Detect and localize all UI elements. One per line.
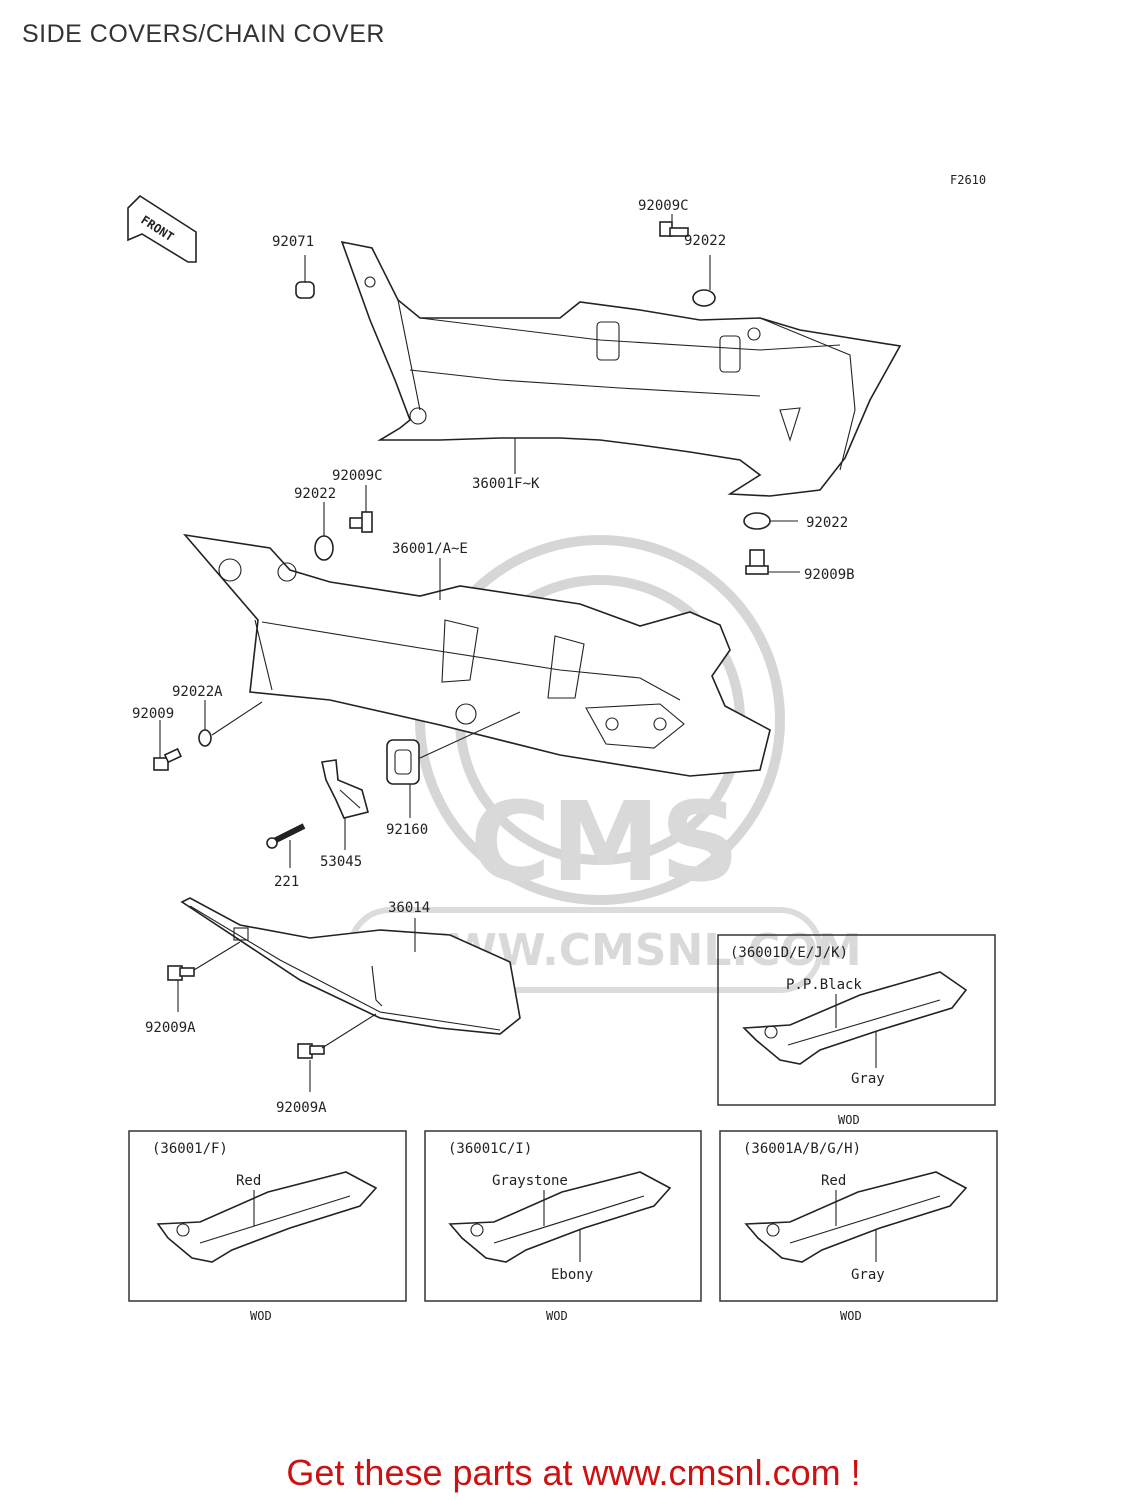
variant-lower-color: Ebony <box>551 1267 593 1283</box>
label-92022a: 92022A <box>172 684 223 700</box>
washer-icon <box>314 535 334 561</box>
variant-code: (36001D/E/J/K) <box>730 945 848 961</box>
chain-cover <box>180 897 521 1035</box>
variant-note: WOD <box>546 1309 568 1323</box>
washer-icon <box>692 289 716 307</box>
label-92009b: 92009B <box>804 567 855 583</box>
label-92022-mid: 92022 <box>294 486 336 502</box>
label-36014: 36014 <box>388 900 430 916</box>
label-92009c-top: 92009C <box>638 198 689 214</box>
label-92009a-1: 92009A <box>145 1020 196 1036</box>
screw-icon <box>745 549 769 575</box>
variant-note: WOD <box>838 1113 860 1127</box>
label-221: 221 <box>274 874 299 890</box>
label-36001f-k: 36001F~K <box>472 476 540 492</box>
variant-code: (36001/F) <box>152 1141 228 1157</box>
variant-lower-color: Gray <box>851 1071 885 1087</box>
label-92009: 92009 <box>132 706 174 722</box>
variant-box-2: (36001/F) Red WOD <box>128 1130 407 1323</box>
variant-code: (36001A/B/G/H) <box>743 1141 861 1157</box>
variant-lower-color: Gray <box>851 1267 885 1283</box>
variant-note: WOD <box>250 1309 272 1323</box>
label-92071: 92071 <box>272 234 314 250</box>
footer-link[interactable]: Get these parts at www.cmsnl.com ! <box>286 1452 861 1493</box>
side-cover-lower <box>182 533 771 777</box>
grommet-icon <box>295 281 315 299</box>
front-arrow-icon: FRONT <box>127 194 197 263</box>
variant-upper-color: Red <box>236 1173 261 1189</box>
label-92022-top: 92022 <box>684 233 726 249</box>
label-36001-a-e: 36001/A~E <box>392 541 468 557</box>
variant-box-4: (36001A/B/G/H) Red Gray WOD <box>719 1130 998 1323</box>
watermark-logo: CMS <box>470 778 739 906</box>
screw-icon <box>266 823 306 849</box>
hardware <box>153 214 800 1092</box>
label-92009c-mid: 92009C <box>332 468 383 484</box>
page-title: SIDE COVERS/CHAIN COVER <box>22 20 385 48</box>
screw-icon <box>153 747 183 771</box>
clip-icon <box>321 759 369 819</box>
figure-code: F2610 <box>950 173 986 187</box>
label-92009a-2: 92009A <box>276 1100 327 1116</box>
washer-icon <box>198 729 212 747</box>
screw-icon <box>167 965 195 981</box>
screw-icon <box>659 221 689 237</box>
side-cover-upper <box>340 240 902 497</box>
damper-icon <box>386 739 420 785</box>
variant-code: (36001C/I) <box>448 1141 532 1157</box>
screw-icon <box>297 1043 325 1059</box>
variant-box-1: (36001D/E/J/K) P.P.Black Gray WOD <box>717 934 996 1127</box>
label-53045: 53045 <box>320 854 362 870</box>
variant-note: WOD <box>840 1309 862 1323</box>
variant-box-3: (36001C/I) Graystone Ebony WOD <box>424 1130 702 1323</box>
variant-upper-color: Graystone <box>492 1173 568 1189</box>
variant-upper-color: Red <box>821 1173 846 1189</box>
part-labels: 92071 92009C 92022 36001F~K 92009C 92022… <box>132 198 855 1116</box>
washer-icon <box>743 512 771 530</box>
label-92022-right: 92022 <box>806 515 848 531</box>
screw-icon <box>349 511 373 533</box>
label-92160: 92160 <box>386 822 428 838</box>
variant-upper-color: P.P.Black <box>786 977 862 993</box>
